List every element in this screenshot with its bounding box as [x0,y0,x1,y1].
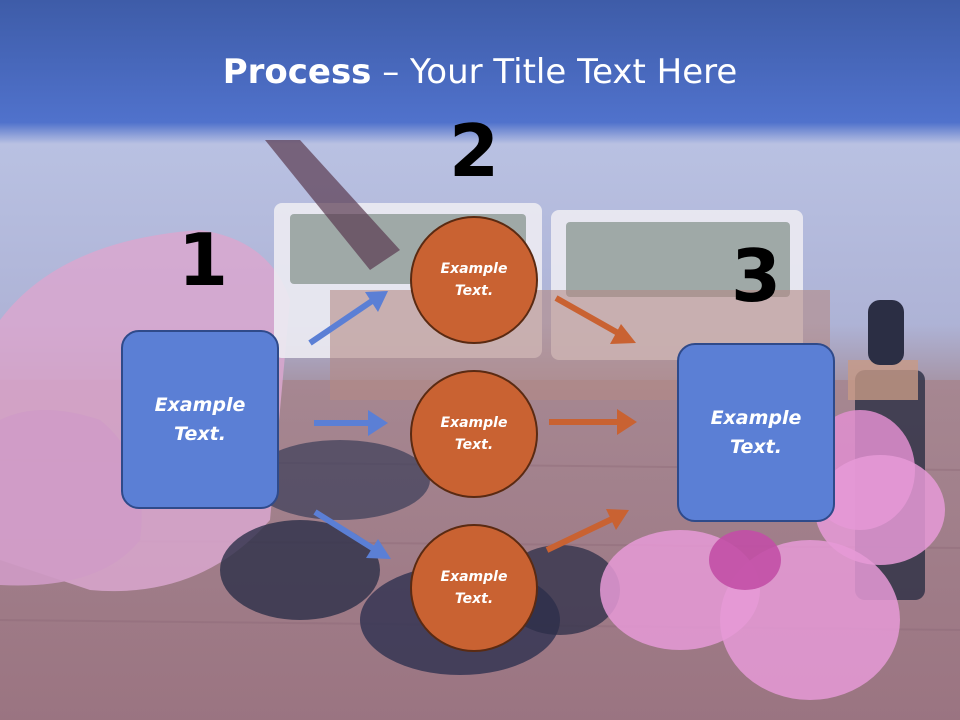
circle-bottom-text: Example Text. [440,568,508,607]
circle-top: Example Text. [410,216,538,344]
step-number-2: 2 [449,109,500,193]
right-box-text: Example Text. [710,407,802,458]
slide-title: Process – Your Title Text Here [0,52,960,92]
step-number-1: 1 [178,218,229,302]
right-text-box: Example Text. [677,343,835,522]
circle-bottom: Example Text. [410,524,538,652]
left-text-box: Example Text. [121,330,279,509]
arrow-middle-to-right [549,409,637,435]
circle-top-text: Example Text. [440,260,508,299]
left-box-text: Example Text. [154,394,246,445]
arrow-top-to-right [554,295,636,344]
arrow-left-to-bottom [313,509,391,559]
arrow-bottom-to-right [545,509,629,553]
step-number-3: 3 [731,234,782,318]
circle-middle-text: Example Text. [440,414,508,453]
arrow-left-to-top [308,291,388,346]
arrow-left-to-middle [314,410,388,436]
title-rest: – Your Title Text Here [371,52,738,92]
title-bold: Process [222,52,372,92]
circle-middle: Example Text. [410,370,538,498]
orange-arrows [545,295,637,553]
blue-arrows [308,291,391,559]
